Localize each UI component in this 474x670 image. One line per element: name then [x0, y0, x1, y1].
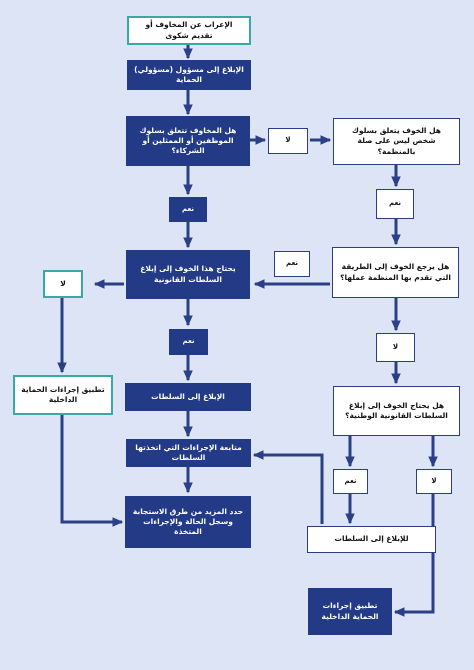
yes-label-main-2: نعم: [169, 329, 208, 355]
arrow-no-to-bottom-internal: [393, 494, 435, 617]
no-label-staff: لا: [268, 128, 308, 154]
question-services-node: هل يرجع الخوف إلى الطريقة التي تقدم بها …: [332, 247, 459, 298]
arrow-right-report-to-follow: [252, 450, 324, 524]
requires-legal-node: يحتاج هذا الخوف إلى إبلاغ السلطات القانو…: [126, 250, 250, 299]
apply-internal-bottom-node: تطبيق إجراءات الحماية الداخلية: [308, 588, 392, 635]
yes-label-main-1: نعم: [169, 197, 207, 222]
yes-label-services: نعم: [274, 251, 310, 277]
apply-internal-left-node: تطبيق إجراءات الحماية الداخلية: [13, 375, 113, 415]
question-staff-node: هل المخاوف تتعلق بسلوك الموظفين أو الممث…: [126, 116, 250, 166]
report-to-officer-node: الإبلاغ إلى مسؤول (مسؤولي) الحماية: [127, 60, 251, 90]
question-external-node: هل الخوف يتعلق بسلوك شخص ليس على صلة بال…: [333, 118, 460, 165]
request-more-node: حدد المزيد من طرق الاستجابة وسجل الحالة …: [125, 496, 251, 548]
no-label-left: لا: [43, 270, 83, 298]
question-national-node: هل يحتاج الخوف إلى إبلاغ السلطات القانون…: [333, 386, 460, 436]
start-node: الإعراب عن المخاوف أو تقديم شكوى: [127, 16, 251, 45]
right-report-node: للإبلاغ إلى السلطات: [307, 526, 436, 553]
yes-label-national: نعم: [333, 469, 368, 494]
follow-up-node: متابعة الإجراءات التي اتخذتها السلطات: [126, 439, 251, 467]
no-label-services: لا: [376, 333, 415, 362]
report-to-authorities-node: الإبلاغ إلى السلطات: [125, 383, 251, 411]
yes-label-external: نعم: [376, 189, 414, 219]
no-label-national: لا: [416, 469, 452, 494]
arrow-internal-to-request: [60, 415, 124, 527]
